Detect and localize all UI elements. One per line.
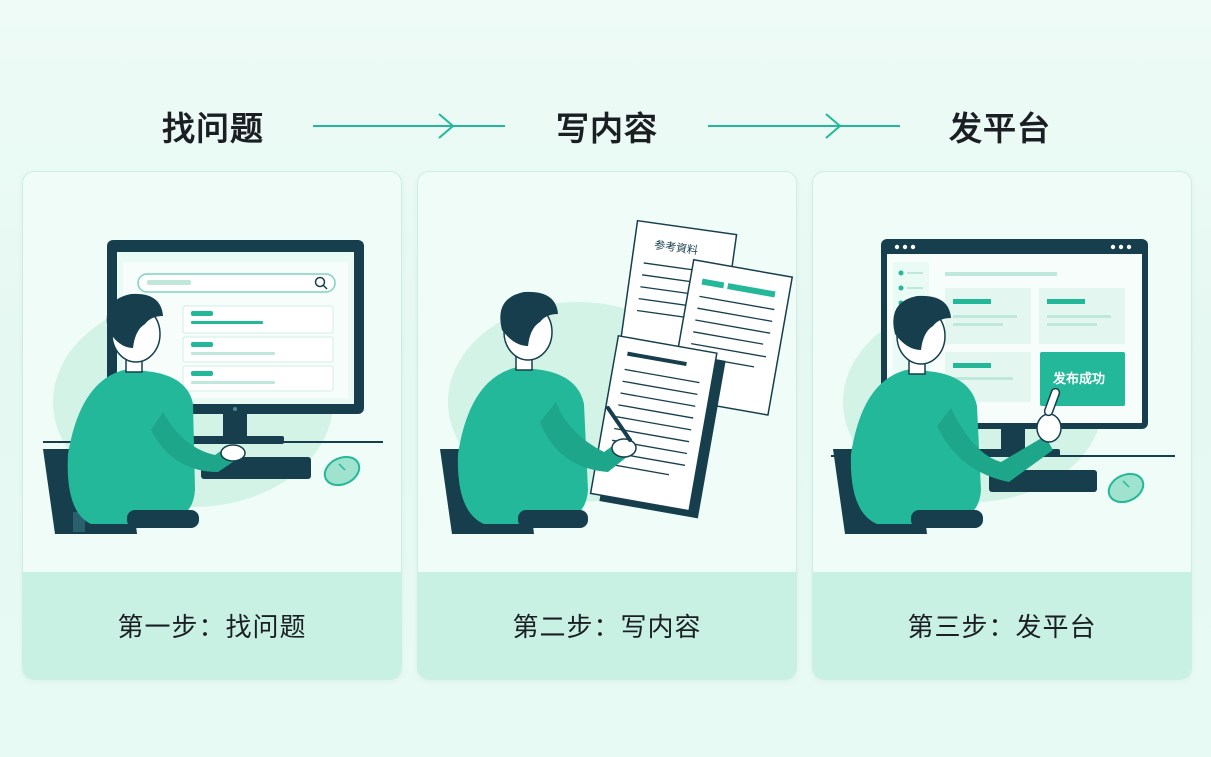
step-1-caption: 第一步：找问题 (117, 613, 307, 643)
step-1-footer: 第一步：找问题 (23, 572, 401, 679)
step-3-card: 发布成功 第三步：发平台 (812, 171, 1192, 680)
doc-header-text: 参考資料 (653, 237, 699, 257)
step-1-title: 找问题 (162, 109, 264, 148)
person-writing-illustration: 参考資料 (440, 219, 794, 534)
person-at-computer-illustration (43, 240, 383, 534)
step-2-caption: 第二步：写内容 (512, 613, 702, 643)
publish-success-badge: 发布成功 (1052, 371, 1105, 387)
step-3-title: 发平台 (949, 109, 1051, 148)
person-publishing-illustration: 发布成功 (831, 239, 1175, 534)
arrow-right-icon (313, 113, 505, 139)
step-3-caption: 第三步：发平台 (907, 613, 1097, 643)
step-2-title: 写内容 (556, 109, 658, 148)
step-3-footer: 第三步：发平台 (813, 572, 1191, 679)
step-1-card: 第一步：找问题 (22, 171, 402, 680)
step-2-card: 参考資料 (417, 171, 797, 680)
step-2-footer: 第二步：写内容 (418, 572, 796, 679)
arrow-right-icon (708, 113, 900, 139)
